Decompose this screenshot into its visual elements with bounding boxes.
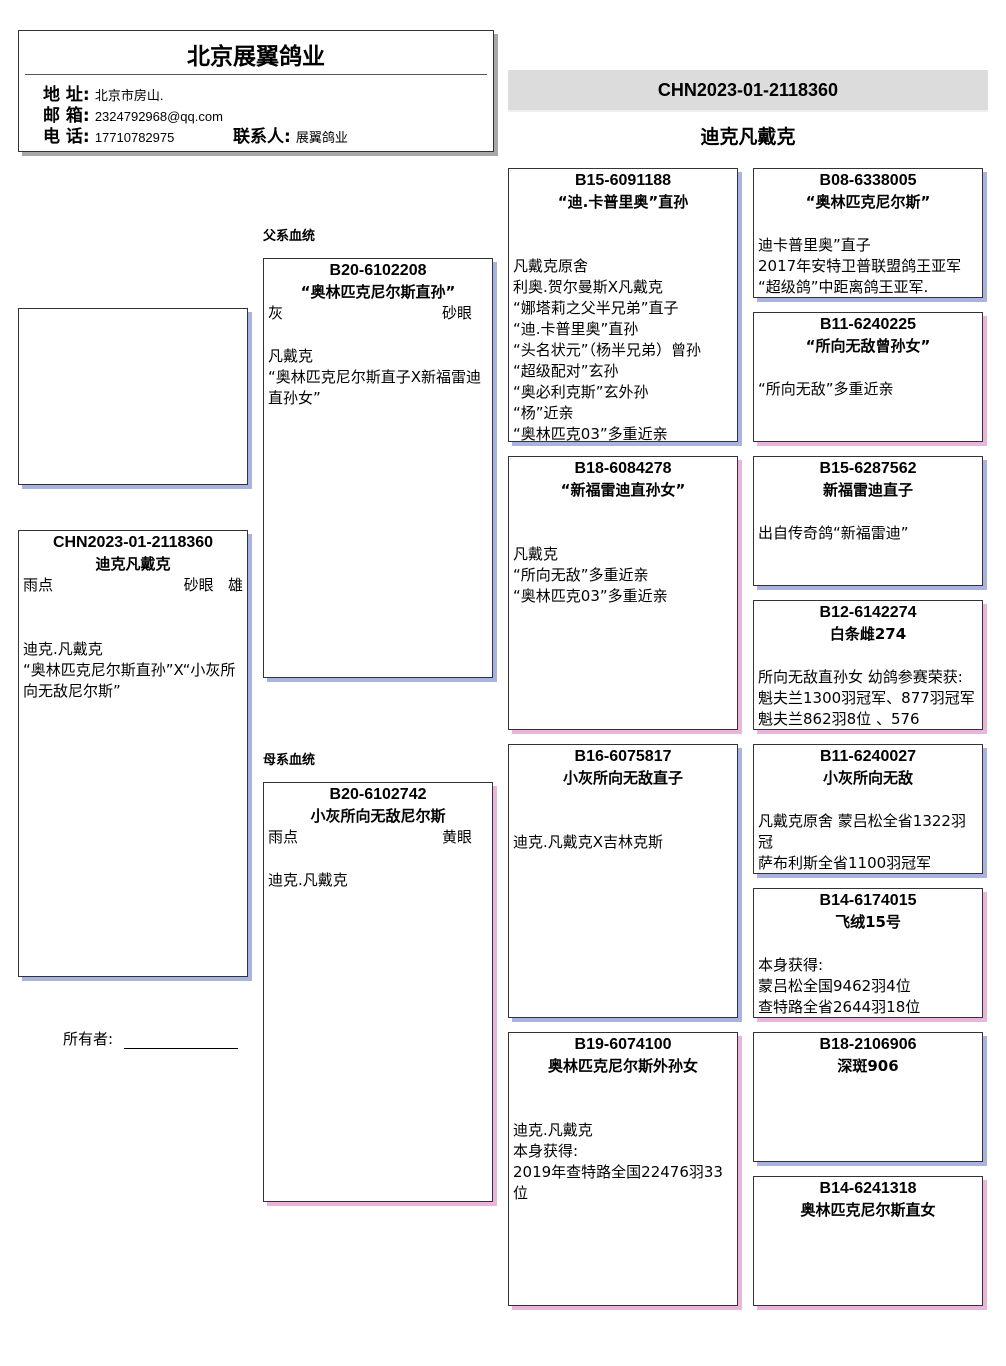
ggp-sdd-ring: B12-6142274 [819, 604, 917, 621]
ggp-sds-desc: 出自传奇鸽“新福雷迪” [758, 524, 909, 542]
sire-name: “奥林匹克尼尔斯直孙” [300, 283, 456, 301]
subject-traits: 雨点 砂眼 雄 [19, 575, 247, 596]
ggp-sss-card: B08-6338005 “奥林匹克尼尔斯” 迪卡普里奥”直子 2017年安特卫普… [753, 168, 983, 298]
subject-name: 迪克凡戴克 [95, 555, 171, 573]
owner-field: 所有者: [63, 1028, 238, 1049]
dam-name: 小灰所向无敌尼尔斯 [310, 807, 446, 825]
subject-card: CHN2023-01-2118360 迪克凡戴克 雨点 砂眼 雄 迪克.凡戴克 … [18, 530, 248, 977]
header-divider [25, 74, 487, 75]
contact-label: 联系人: [233, 127, 291, 147]
grandsire-maternal-card: B16-6075817 小灰所向无敌直子 迪克.凡戴克X吉林克斯 [508, 744, 738, 1018]
ggp-dds-card: B18-2106906 深斑906 [753, 1032, 983, 1162]
email-value: 2324792968@qq.com [94, 109, 223, 124]
ggp-dsd-name: 飞绒15号 [835, 913, 901, 931]
gp-ds-desc: 迪克.凡戴克X吉林克斯 [513, 833, 664, 851]
ggp-dss-name: 小灰所向无敌 [822, 769, 913, 787]
ggp-sds-ring: B15-6287562 [819, 460, 917, 477]
ggp-sdd-desc: 所向无敌直孙女 幼鸽参赛荣获: 魁夫兰1300羽冠军、877羽冠军 魁夫兰862… [758, 668, 975, 728]
dam-traits: 雨点 黄眼 [264, 827, 492, 848]
gp-sd-desc: 凡戴克 “所向无敌”多重近亲 “奥林匹克03”多重近亲 [513, 545, 668, 605]
ggp-sss-desc: 迪卡普里奥”直子 2017年安特卫普联盟鸽王亚军 “超级鸽”中距离鸽王亚军. [758, 236, 962, 296]
ggp-sds-card: B15-6287562 新福雷迪直子 出自传奇鸽“新福雷迪” [753, 456, 983, 586]
gp-sd-name: “新福雷迪直孙女” [560, 481, 686, 499]
gp-ss-ring: B15-6091188 [574, 172, 672, 189]
ggp-ddd-name: 奥林匹克尼尔斯直女 [800, 1201, 936, 1219]
sire-traits: 灰 砂眼 [264, 303, 492, 324]
gp-ss-name: “迪.卡普里奥”直孙 [557, 193, 689, 211]
gp-dd-ring: B19-6074100 [574, 1036, 672, 1053]
phone-value: 17710782975 [94, 130, 175, 145]
address-label: 地 址: [43, 85, 90, 105]
ggp-ddd-ring: B14-6241318 [819, 1180, 917, 1197]
subject-color: 雨点 [23, 576, 54, 594]
ggp-dss-card: B11-6240027 小灰所向无敌 凡戴克原舍 蒙吕松全省1322羽冠 萨布利… [753, 744, 983, 874]
gp-dd-name: 奥林匹克尼尔斯外孙女 [547, 1057, 698, 1075]
address-value: 北京市房山. [94, 88, 164, 103]
email-row: 邮 箱: 2324792968@qq.com [43, 106, 223, 127]
ggp-sss-name: “奥林匹克尼尔斯” [805, 193, 931, 211]
gp-ds-name: 小灰所向无敌直子 [562, 769, 683, 787]
gp-sd-ring: B18-6084278 [574, 460, 672, 477]
dam-line-label: 母系血统 [263, 753, 316, 768]
ggp-dss-desc: 凡戴克原舍 蒙吕松全省1322羽冠 萨布利斯全省1100羽冠军 [758, 812, 966, 872]
subject-ring: CHN2023-01-2118360 [52, 534, 214, 551]
ggp-sdd-name: 白条雌274 [829, 625, 907, 643]
gp-ds-ring: B16-6075817 [574, 748, 672, 765]
banner-ring: CHN2023-01-2118360 [657, 80, 839, 100]
contact-value: 展翼鸽业 [295, 130, 348, 145]
ggp-sds-name: 新福雷迪直子 [822, 481, 913, 499]
sire-card: B20-6102208 “奥林匹克尼尔斯直孙” 灰 砂眼 凡戴克 “奥林匹克尼尔… [263, 258, 493, 678]
grandsire-paternal-card: B15-6091188 “迪.卡普里奥”直孙 凡戴克原舍 利奥.贺尔曼斯X凡戴克… [508, 168, 738, 442]
subject-eye: 砂眼 [183, 576, 214, 594]
dam-desc: 迪克.凡戴克 [268, 871, 348, 889]
ggp-ssd-name: “所向无敌曾孙女” [805, 337, 931, 355]
ggp-dsd-card: B14-6174015 飞绒15号 本身获得: 蒙吕松全国9462羽4位 查特路… [753, 888, 983, 1018]
dam-card: B20-6102742 小灰所向无敌尼尔斯 雨点 黄眼 迪克.凡戴克 [263, 782, 493, 1202]
dam-eye: 黄眼 [441, 828, 472, 846]
dam-ring: B20-6102742 [329, 786, 427, 803]
granddam-maternal-card: B19-6074100 奥林匹克尼尔斯外孙女 迪克.凡戴克 本身获得: 2019… [508, 1032, 738, 1306]
ggp-sss-ring: B08-6338005 [819, 172, 917, 189]
ggp-ddd-card: B14-6241318 奥林匹克尼尔斯直女 [753, 1176, 983, 1306]
breeder-title: 北京展翼鸽业 [187, 44, 325, 70]
gp-dd-desc: 迪克.凡戴克 本身获得: 2019年查特路全国22476羽33位 [513, 1121, 723, 1202]
owner-blank [123, 1048, 238, 1049]
ring-banner: CHN2023-01-2118360 [508, 70, 988, 112]
ggp-ssd-desc: “所向无敌”多重近亲 [758, 380, 894, 398]
ggp-dss-ring: B11-6240027 [819, 748, 917, 765]
ggp-dds-name: 深斑906 [837, 1057, 899, 1075]
sire-color: 灰 [268, 304, 284, 322]
owner-label: 所有者: [63, 1030, 114, 1048]
contact-row: 联系人: 展翼鸽业 [233, 127, 348, 148]
sire-desc: 凡戴克 “奥林匹克尼尔斯直子X新福雷迪直孙女” [268, 347, 482, 407]
sire-eye: 砂眼 [441, 304, 472, 322]
ggp-ssd-ring: B11-6240225 [819, 316, 917, 333]
subject-desc: 迪克.凡戴克 “奥林匹克尼尔斯直孙”X“小灰所向无敌尼尔斯” [23, 640, 236, 700]
ggp-dsd-desc: 本身获得: 蒙吕松全国9462羽4位 查特路全省2644羽18位 [758, 956, 921, 1016]
breeder-card: 北京展翼鸽业 地 址: 北京市房山. 邮 箱: 2324792968@qq.co… [18, 30, 494, 152]
photo-frame [18, 308, 248, 485]
phone-row: 电 话: 17710782975 [43, 127, 174, 148]
ggp-ssd-card: B11-6240225 “所向无敌曾孙女” “所向无敌”多重近亲 [753, 312, 983, 442]
email-label: 邮 箱: [43, 106, 90, 126]
sire-ring: B20-6102208 [329, 262, 427, 279]
ggp-sdd-card: B12-6142274 白条雌274 所向无敌直孙女 幼鸽参赛荣获: 魁夫兰13… [753, 600, 983, 730]
phone-label: 电 话: [43, 127, 90, 147]
address-row: 地 址: 北京市房山. [43, 85, 163, 106]
sire-line-label: 父系血统 [263, 229, 316, 244]
ggp-dsd-ring: B14-6174015 [819, 892, 917, 909]
banner-name: 迪克凡戴克 [700, 126, 796, 148]
dam-color: 雨点 [268, 828, 299, 846]
granddam-paternal-card: B18-6084278 “新福雷迪直孙女” 凡戴克 “所向无敌”多重近亲 “奥林… [508, 456, 738, 730]
gp-ss-desc: 凡戴克原舍 利奥.贺尔曼斯X凡戴克 “娜塔莉之父半兄弟”直子 “迪.卡普里奥”直… [513, 257, 702, 442]
ggp-dds-ring: B18-2106906 [819, 1036, 917, 1053]
subject-sex: 雄 [227, 576, 243, 594]
